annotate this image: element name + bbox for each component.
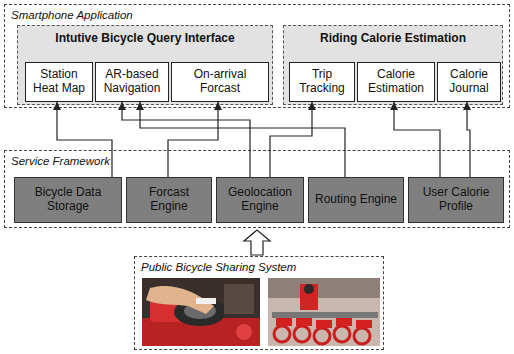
group-box: Intutive Bicycle Query InterfaceStation …: [17, 25, 273, 105]
region-label: Service Framework: [11, 155, 110, 167]
box-label: Bicycle Data Storage: [15, 186, 121, 214]
box-label: On-arrival Forcast: [172, 68, 268, 96]
box-label: Routing Engine: [312, 193, 400, 207]
service-box: Routing Engine: [308, 177, 404, 223]
function-box: AR-based Navigation: [95, 62, 169, 102]
connector-arrow: [140, 102, 345, 177]
function-box: On-arrival Forcast: [171, 62, 269, 102]
region-label: Public Bicycle Sharing System: [141, 261, 296, 273]
group-heading: Riding Calorie Estimation: [284, 31, 502, 45]
function-box: Station Heat Map: [25, 62, 93, 102]
service-box: Bicycle Data Storage: [14, 177, 122, 223]
connector-arrow: [467, 102, 470, 177]
region-label: Smartphone Application: [11, 9, 133, 21]
box-label: Forcast Engine: [127, 186, 211, 214]
connector-arrow: [394, 102, 440, 177]
service-box: Forcast Engine: [126, 177, 212, 223]
group-heading: Intutive Bicycle Query Interface: [18, 31, 272, 45]
service-box: User Calorie Profile: [408, 177, 504, 223]
connector-arrow: [122, 102, 250, 177]
bike-station-photo: [268, 278, 380, 346]
connector-arrow: [168, 102, 218, 177]
box-label: Trip Tracking: [290, 68, 354, 96]
region-panel: Service FrameworkBicycle Data StorageFor…: [4, 150, 510, 228]
box-label: Station Heat Map: [26, 68, 92, 96]
box-label: User Calorie Profile: [409, 186, 503, 214]
hollow-arrow: [244, 230, 270, 255]
box-label: Geolocation Engine: [217, 186, 303, 214]
box-label: AR-based Navigation: [96, 68, 168, 96]
connector-arrow: [270, 102, 312, 177]
box-label: Calorie Journal: [438, 68, 500, 96]
function-box: Calorie Estimation: [357, 62, 435, 102]
function-box: Calorie Journal: [437, 62, 501, 102]
group-box: Riding Calorie EstimationTrip TrackingCa…: [283, 25, 503, 105]
function-box: Trip Tracking: [289, 62, 355, 102]
connector-arrow: [57, 102, 112, 177]
box-label: Calorie Estimation: [358, 68, 434, 96]
service-box: Geolocation Engine: [216, 177, 304, 223]
region-panel: Smartphone ApplicationIntutive Bicycle Q…: [4, 4, 510, 108]
region-panel: Public Bicycle Sharing System: [134, 256, 384, 350]
card-reader-photo: [142, 278, 260, 346]
